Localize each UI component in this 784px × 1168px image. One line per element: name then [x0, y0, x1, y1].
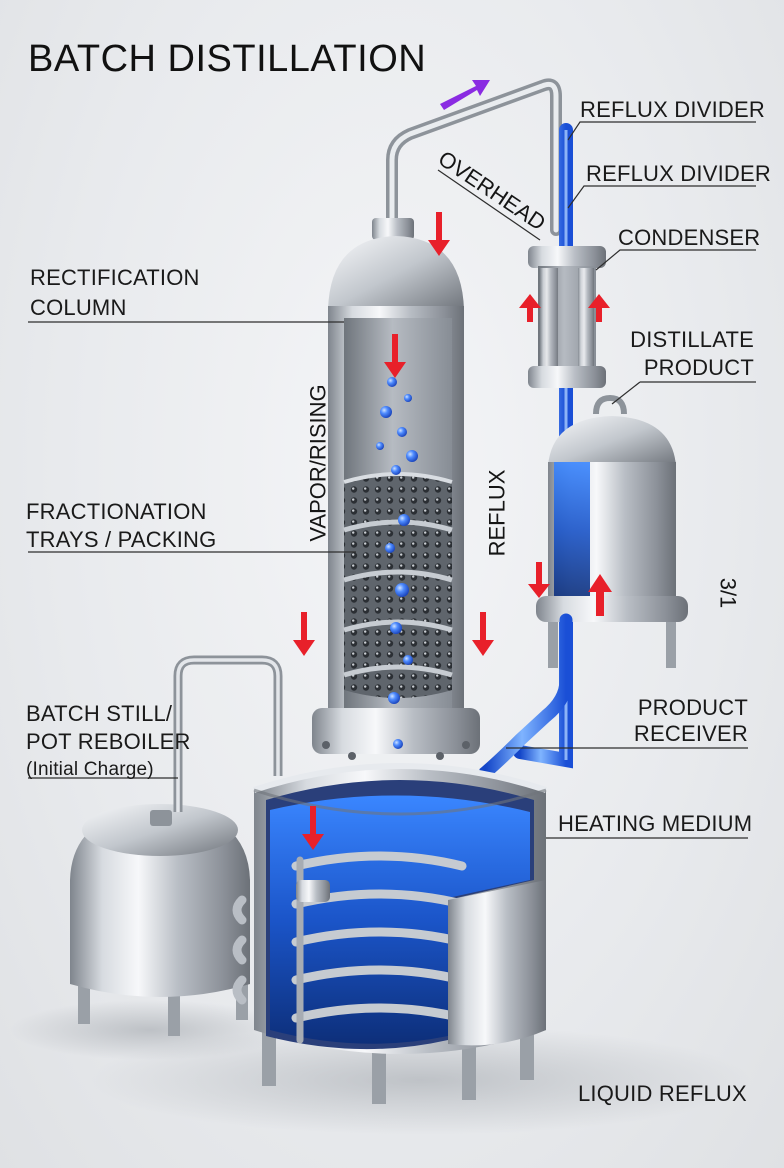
label-reflux: REFLUX [484, 470, 510, 557]
label-heating-medium: HEATING MEDIUM [558, 810, 752, 838]
label-rectification-line2: COLUMN [30, 294, 127, 322]
label-condenser: CONDENSER [618, 224, 760, 252]
rectification-column [312, 218, 480, 760]
label-batch-still-line1: BATCH STILL/ [26, 700, 172, 728]
label-rectification-line1: RECTIFICATION [30, 264, 200, 292]
label-reflux-divider: REFLUX DIVIDER [586, 160, 771, 188]
distillate-receiver [536, 398, 688, 668]
label-product-receiver-line2: RECEIVER [594, 720, 748, 748]
label-vapor-rising: VAPOR/RISING [306, 384, 332, 541]
page-title: BATCH DISTILLATION [28, 36, 426, 82]
label-reflux-divider-top: REFLUX DIVIDER [580, 96, 765, 124]
label-fractionation-line2: TRAYS / PACKING [26, 526, 216, 554]
condenser-vessel [528, 246, 606, 388]
label-distillate-line1: DISTILLATE [600, 326, 754, 354]
label-batch-still-line2: POT REBOILER [26, 728, 191, 756]
label-fractionation-line1: FRACTIONATION [26, 498, 207, 526]
label-liquid-reflux: LIQUID REFLUX [578, 1080, 747, 1108]
label-product-receiver-line1: PRODUCT [594, 694, 748, 722]
label-distillate-line2: PRODUCT [600, 354, 754, 382]
label-ratio: 3/1 [714, 578, 740, 609]
label-batch-still-line3: (Initial Charge) [26, 756, 154, 784]
